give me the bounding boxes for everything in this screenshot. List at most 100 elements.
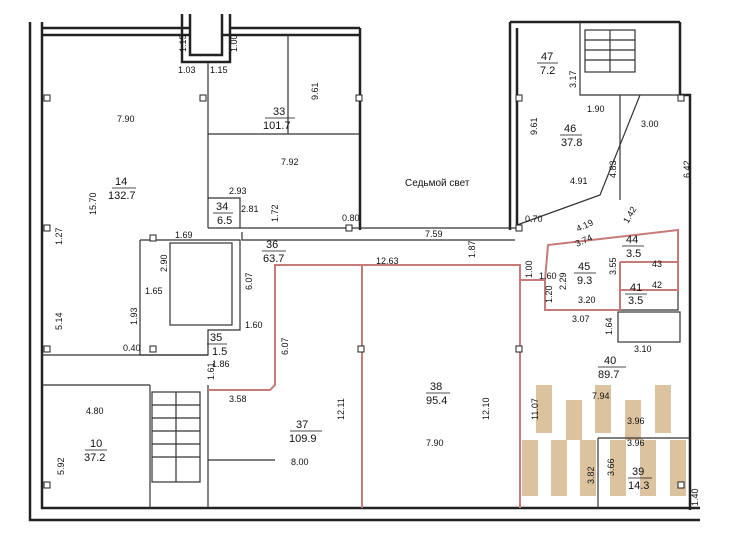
svg-text:9.3: 9.3 xyxy=(577,275,592,287)
room-46: 46 37.8 xyxy=(560,123,582,149)
dimension: 7.92 xyxy=(281,157,299,167)
dimension: 1.20 xyxy=(544,285,554,303)
room-10: 10 37.2 xyxy=(84,438,107,464)
dimension: 3.17 xyxy=(568,70,578,88)
room-36: 36 63.7 xyxy=(262,239,286,265)
dimension: 1.86 xyxy=(212,359,230,369)
outer-walls xyxy=(28,14,700,522)
svg-text:89.7: 89.7 xyxy=(598,369,619,381)
dimension: 7.90 xyxy=(426,438,444,448)
dimension: 7.94 xyxy=(592,391,610,401)
stairs-bottom-left xyxy=(151,391,201,483)
dimension: 2.93 xyxy=(229,186,247,196)
dimension: 7.59 xyxy=(425,229,443,239)
dimension: 1.72 xyxy=(270,204,280,222)
dimension: 1.61 xyxy=(206,362,216,380)
dimension-labels: 1.15 1.00 1.03 1.15 9.61 7.90 7.92 15.70… xyxy=(54,34,700,506)
dimension: 8.00 xyxy=(291,457,309,467)
svg-text:37.2: 37.2 xyxy=(84,452,105,464)
dimension: 3.82 xyxy=(586,466,596,484)
room-14: 14 132.7 xyxy=(108,176,136,202)
svg-text:37.8: 37.8 xyxy=(561,137,582,149)
columns xyxy=(43,94,685,489)
svg-text:37: 37 xyxy=(296,419,308,431)
room-35: 35 1.5 xyxy=(207,332,227,358)
dimension: 1.60 xyxy=(539,271,557,281)
stairs-top-right xyxy=(584,29,636,73)
dimension: 6.07 xyxy=(244,272,254,290)
dimension: 3.00 xyxy=(641,119,659,129)
dimension: 3.96 xyxy=(627,416,645,426)
interior-walls xyxy=(42,22,690,508)
svg-text:3.5: 3.5 xyxy=(626,248,641,260)
dimension: 3.66 xyxy=(606,458,616,476)
svg-text:14.3: 14.3 xyxy=(628,480,649,492)
dimension: 9.61 xyxy=(310,82,320,100)
dimension: 6.42 xyxy=(682,160,692,178)
dimension: 4.91 xyxy=(570,176,588,186)
dimension: 3.58 xyxy=(229,394,247,404)
svg-text:38: 38 xyxy=(430,381,442,393)
dimension: 0.70 xyxy=(525,214,543,224)
corridor-label: Седьмой свет xyxy=(405,178,470,189)
dimension: 1.65 xyxy=(145,286,163,296)
dimension: 3.55 xyxy=(608,257,618,275)
svg-text:35: 35 xyxy=(210,332,222,344)
svg-text:10: 10 xyxy=(90,438,102,450)
svg-text:34: 34 xyxy=(216,201,228,213)
room-47: 47 7.2 xyxy=(537,51,558,77)
dimension: 1.00 xyxy=(229,34,239,52)
room-41: 41 3.5 xyxy=(625,282,647,307)
dimension: 42 xyxy=(652,280,662,290)
room-37: 37 109.9 xyxy=(289,419,322,445)
dimension: 43 xyxy=(652,259,662,269)
svg-text:47: 47 xyxy=(541,51,553,63)
dimension: 4.80 xyxy=(86,406,104,416)
room-44: 44 3.5 xyxy=(622,234,644,260)
room-38: 38 95.4 xyxy=(426,381,450,407)
dimension: 1.15 xyxy=(178,34,188,52)
dimension: 7.90 xyxy=(117,114,135,124)
dimension: 12.11 xyxy=(336,398,346,420)
dimension: 1.15 xyxy=(210,65,228,75)
svg-text:39: 39 xyxy=(632,466,644,478)
room-33: 33 101.7 xyxy=(263,106,295,132)
svg-text:1.5: 1.5 xyxy=(212,346,227,358)
room-labels: 14 132.7 33 101.7 34 6.5 36 63.7 35 1.5 … xyxy=(84,51,652,492)
dimension: 1.90 xyxy=(587,104,605,114)
dimension: 2.81 xyxy=(241,204,259,214)
svg-text:14: 14 xyxy=(115,176,127,188)
dimension: 2.90 xyxy=(159,254,169,272)
dimension: 9.61 xyxy=(529,117,539,135)
dimension: 2.29 xyxy=(558,272,568,290)
dimension: 1.69 xyxy=(175,230,193,240)
room-39: 39 14.3 xyxy=(628,466,652,492)
dimension: 1.00 xyxy=(524,260,534,278)
dimension: 5.92 xyxy=(56,457,66,475)
dimension: 1.03 xyxy=(178,65,196,75)
svg-text:3.5: 3.5 xyxy=(628,295,643,307)
svg-text:63.7: 63.7 xyxy=(263,253,284,265)
dimension: 1.27 xyxy=(54,227,64,245)
dimension: 1.64 xyxy=(604,317,614,335)
svg-text:44: 44 xyxy=(626,234,638,246)
svg-text:109.9: 109.9 xyxy=(289,433,317,445)
dimension: 12.63 xyxy=(376,256,399,266)
svg-text:101.7: 101.7 xyxy=(263,120,291,132)
svg-text:7.2: 7.2 xyxy=(540,65,555,77)
svg-text:6.5: 6.5 xyxy=(217,215,232,227)
dimension: 6.07 xyxy=(280,337,290,355)
dimension: 3.10 xyxy=(634,344,652,354)
dimension: 15.70 xyxy=(88,192,98,215)
svg-text:41: 41 xyxy=(630,282,642,294)
svg-text:132.7: 132.7 xyxy=(108,190,136,202)
svg-text:40: 40 xyxy=(604,355,616,367)
dimension: 4.83 xyxy=(608,160,618,178)
svg-text:95.4: 95.4 xyxy=(426,395,447,407)
dimension: 1.42 xyxy=(621,205,638,225)
svg-text:45: 45 xyxy=(578,261,590,273)
dimension: 3.96 xyxy=(627,438,645,448)
dimension: 3.07 xyxy=(572,314,590,324)
dimension: 1.87 xyxy=(467,240,477,258)
